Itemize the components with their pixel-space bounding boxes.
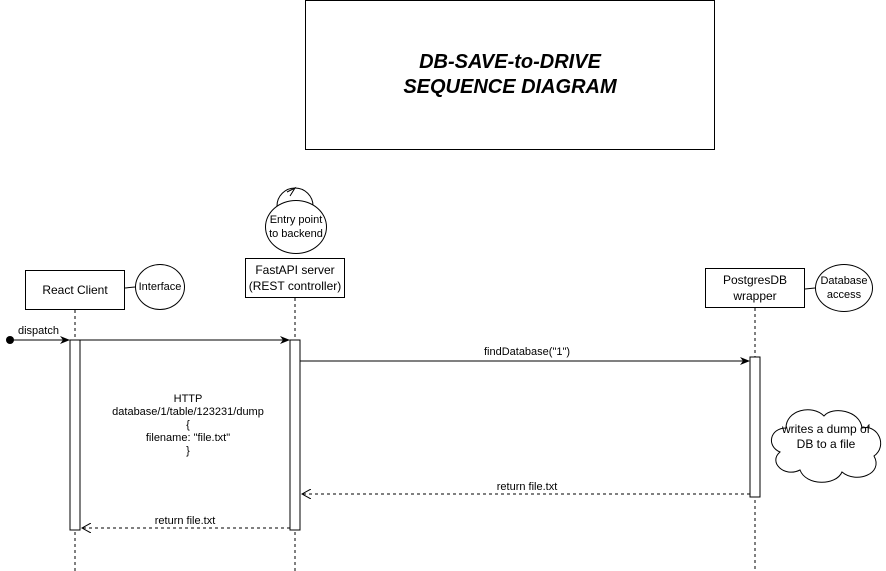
note-interface-label: Interface xyxy=(138,281,182,293)
participant-react-client: React Client xyxy=(25,270,125,310)
cloud-note-line1: writes a dump of xyxy=(781,422,871,436)
diagram-title-line1: DB-SAVE-to-DRIVE xyxy=(419,51,601,73)
note-interface: Interface xyxy=(135,264,185,310)
participant-postgresdb-wrapper: PostgresDB wrapper xyxy=(705,268,805,308)
participant-postgresdb-line2: wrapper xyxy=(733,289,777,303)
title-box: DB-SAVE-to-DRIVE SEQUENCE DIAGRAM xyxy=(305,0,715,150)
note-database-access: Database access xyxy=(815,264,873,312)
diagram-title-line2: SEQUENCE DIAGRAM xyxy=(403,76,617,98)
http-body-filename: filename: "file.txt" xyxy=(145,432,231,444)
note-entry-point-line1: Entry point xyxy=(269,214,323,226)
note-database-access-line1: Database xyxy=(820,275,868,287)
activation-db xyxy=(749,356,761,498)
note-entry-point: Entry point to backend xyxy=(265,200,327,254)
http-method: HTTP xyxy=(173,393,203,405)
cloud-shape xyxy=(771,409,882,483)
participant-fastapi-line1: FastAPI server xyxy=(255,263,335,277)
client-note-connector xyxy=(124,286,136,289)
http-body-open: { xyxy=(186,419,190,431)
message-find-database-label: findDatabase("1") xyxy=(483,346,571,358)
participant-fastapi-line2: (REST controller) xyxy=(248,279,342,293)
participant-fastapi-server: FastAPI server (REST controller) xyxy=(245,258,345,298)
message-return-server-label: return file.txt xyxy=(154,515,216,527)
note-entry-point-line2: to backend xyxy=(269,228,323,240)
http-path: database/1/table/123231/dump xyxy=(112,406,264,418)
db-note-connector xyxy=(804,287,816,290)
cloud-note-line2: DB to a file xyxy=(796,437,856,451)
cloud-note: writes a dump of DB to a file xyxy=(782,422,870,452)
http-body-close: } xyxy=(186,445,190,457)
message-return-db-label: return file.txt xyxy=(496,481,558,493)
note-database-access-line2: access xyxy=(826,289,862,301)
http-request-note: HTTP database/1/table/123231/dump { file… xyxy=(112,393,264,458)
message-dispatch-label: dispatch xyxy=(18,325,59,337)
activation-client xyxy=(69,339,81,531)
participant-postgresdb-line1: PostgresDB xyxy=(722,273,788,287)
activation-server xyxy=(289,339,301,531)
entry-point-cycle-arrowhead xyxy=(286,186,297,197)
participant-react-client-label: React Client xyxy=(42,283,108,297)
